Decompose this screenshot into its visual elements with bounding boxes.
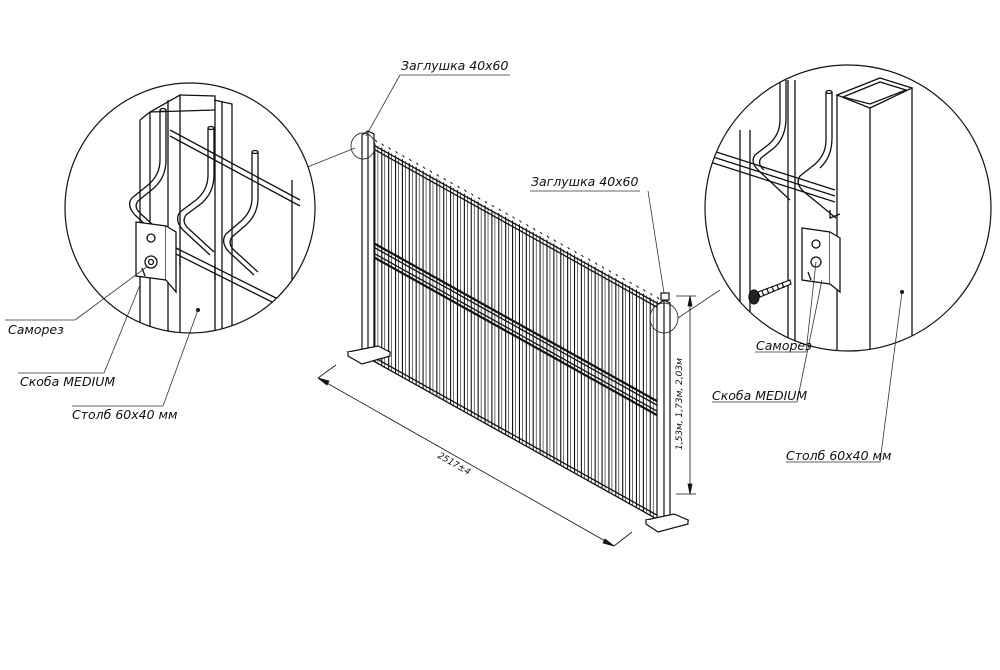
mesh-horizontal-wire [367,243,665,410]
mesh-bend-band [367,239,665,406]
clamp-right-label: Скоба MEDIUM [712,388,808,403]
screw-right-label: Саморез [756,338,812,353]
mesh-wire-tip [374,139,378,143]
mesh-wire-tip [525,223,529,227]
mesh-wire-tip [464,189,467,193]
fence-panel [367,135,668,525]
right-detail-zoom [704,64,992,352]
detail-marker-bottom [649,302,679,334]
mesh-wire-tip [450,181,453,185]
mesh-wire-tip [457,185,460,189]
width-dimension [317,364,633,547]
mesh-horizontal-wire [367,141,665,308]
mesh-wire-tip [642,289,646,292]
mesh-wire-tip [615,273,619,277]
mesh-wire-tip [601,266,605,269]
post-left-label: Столб 60х40 мм [72,407,178,422]
mesh-horizontal-wire [367,353,665,520]
left-detail-zoom [64,82,316,334]
mesh-wire-tip [436,174,440,177]
mesh-wire-tip [567,246,570,250]
mesh-wire-tip [512,216,515,219]
right-post [644,299,690,533]
mesh-wire-tip [629,281,632,285]
mesh-wire-tip [656,296,660,300]
mesh-wire-tip [587,258,591,262]
cap-right-label: Заглушка 40х60 [531,174,639,189]
left-post [346,130,392,365]
mesh-horizontal-wire [367,249,665,416]
mesh-wire-tip [608,269,612,273]
mesh-wire-tip [491,204,495,208]
mesh-wire-tip [519,220,522,223]
mesh-wire-tip [443,177,447,181]
screw-left-label: Саморез [8,322,64,337]
cap-top-label: Заглушка 40х60 [401,58,509,73]
mesh-wire-tip [505,212,509,216]
mesh-horizontal-wire [367,357,665,524]
screw-icon [748,279,792,305]
detail-marker-top [350,132,376,160]
mesh-wire-tip [532,227,536,231]
left-callout-lines [5,265,199,407]
mesh-wire-tip [553,239,557,242]
mesh-wire-tip [649,292,653,296]
mesh-wire-tip [395,150,398,154]
mesh-wire-tip [388,147,392,150]
right-callout-lines [712,261,903,463]
post-right-label: Столб 60х40 мм [786,448,892,463]
mesh-wire-tip [539,231,543,235]
post-cap-icon [660,292,670,301]
mesh-wire-tip [429,170,433,173]
mesh-wire-tip [408,158,412,162]
mesh-wire-tip [498,208,502,212]
mesh-wire-tip [422,166,426,170]
mesh-horizontal-wire [367,145,665,312]
height-dimension-label: 1,53м, 1,73м, 2,03м [675,358,685,450]
clamp-left-label: Скоба MEDIUM [20,374,116,389]
mesh-wire-tip [594,262,598,265]
mesh-wire-tip [546,235,550,239]
leader-lines [299,74,721,319]
mesh-wire-tip [574,250,577,254]
mesh-wire-tip [402,154,405,158]
mesh-wire-tip [381,143,385,147]
mesh-wire-tip [470,193,474,196]
mesh-bend-band [367,253,665,420]
mesh-wire-tip [415,162,419,166]
height-dimension [676,295,696,495]
mesh-wire-tip [581,254,584,258]
mesh-wire-tip [622,277,626,281]
mesh-wire-tip [484,200,488,204]
mesh-wire-tip [560,243,564,246]
mesh-wire-tip [477,197,481,200]
mesh-wire-tip [636,285,639,289]
